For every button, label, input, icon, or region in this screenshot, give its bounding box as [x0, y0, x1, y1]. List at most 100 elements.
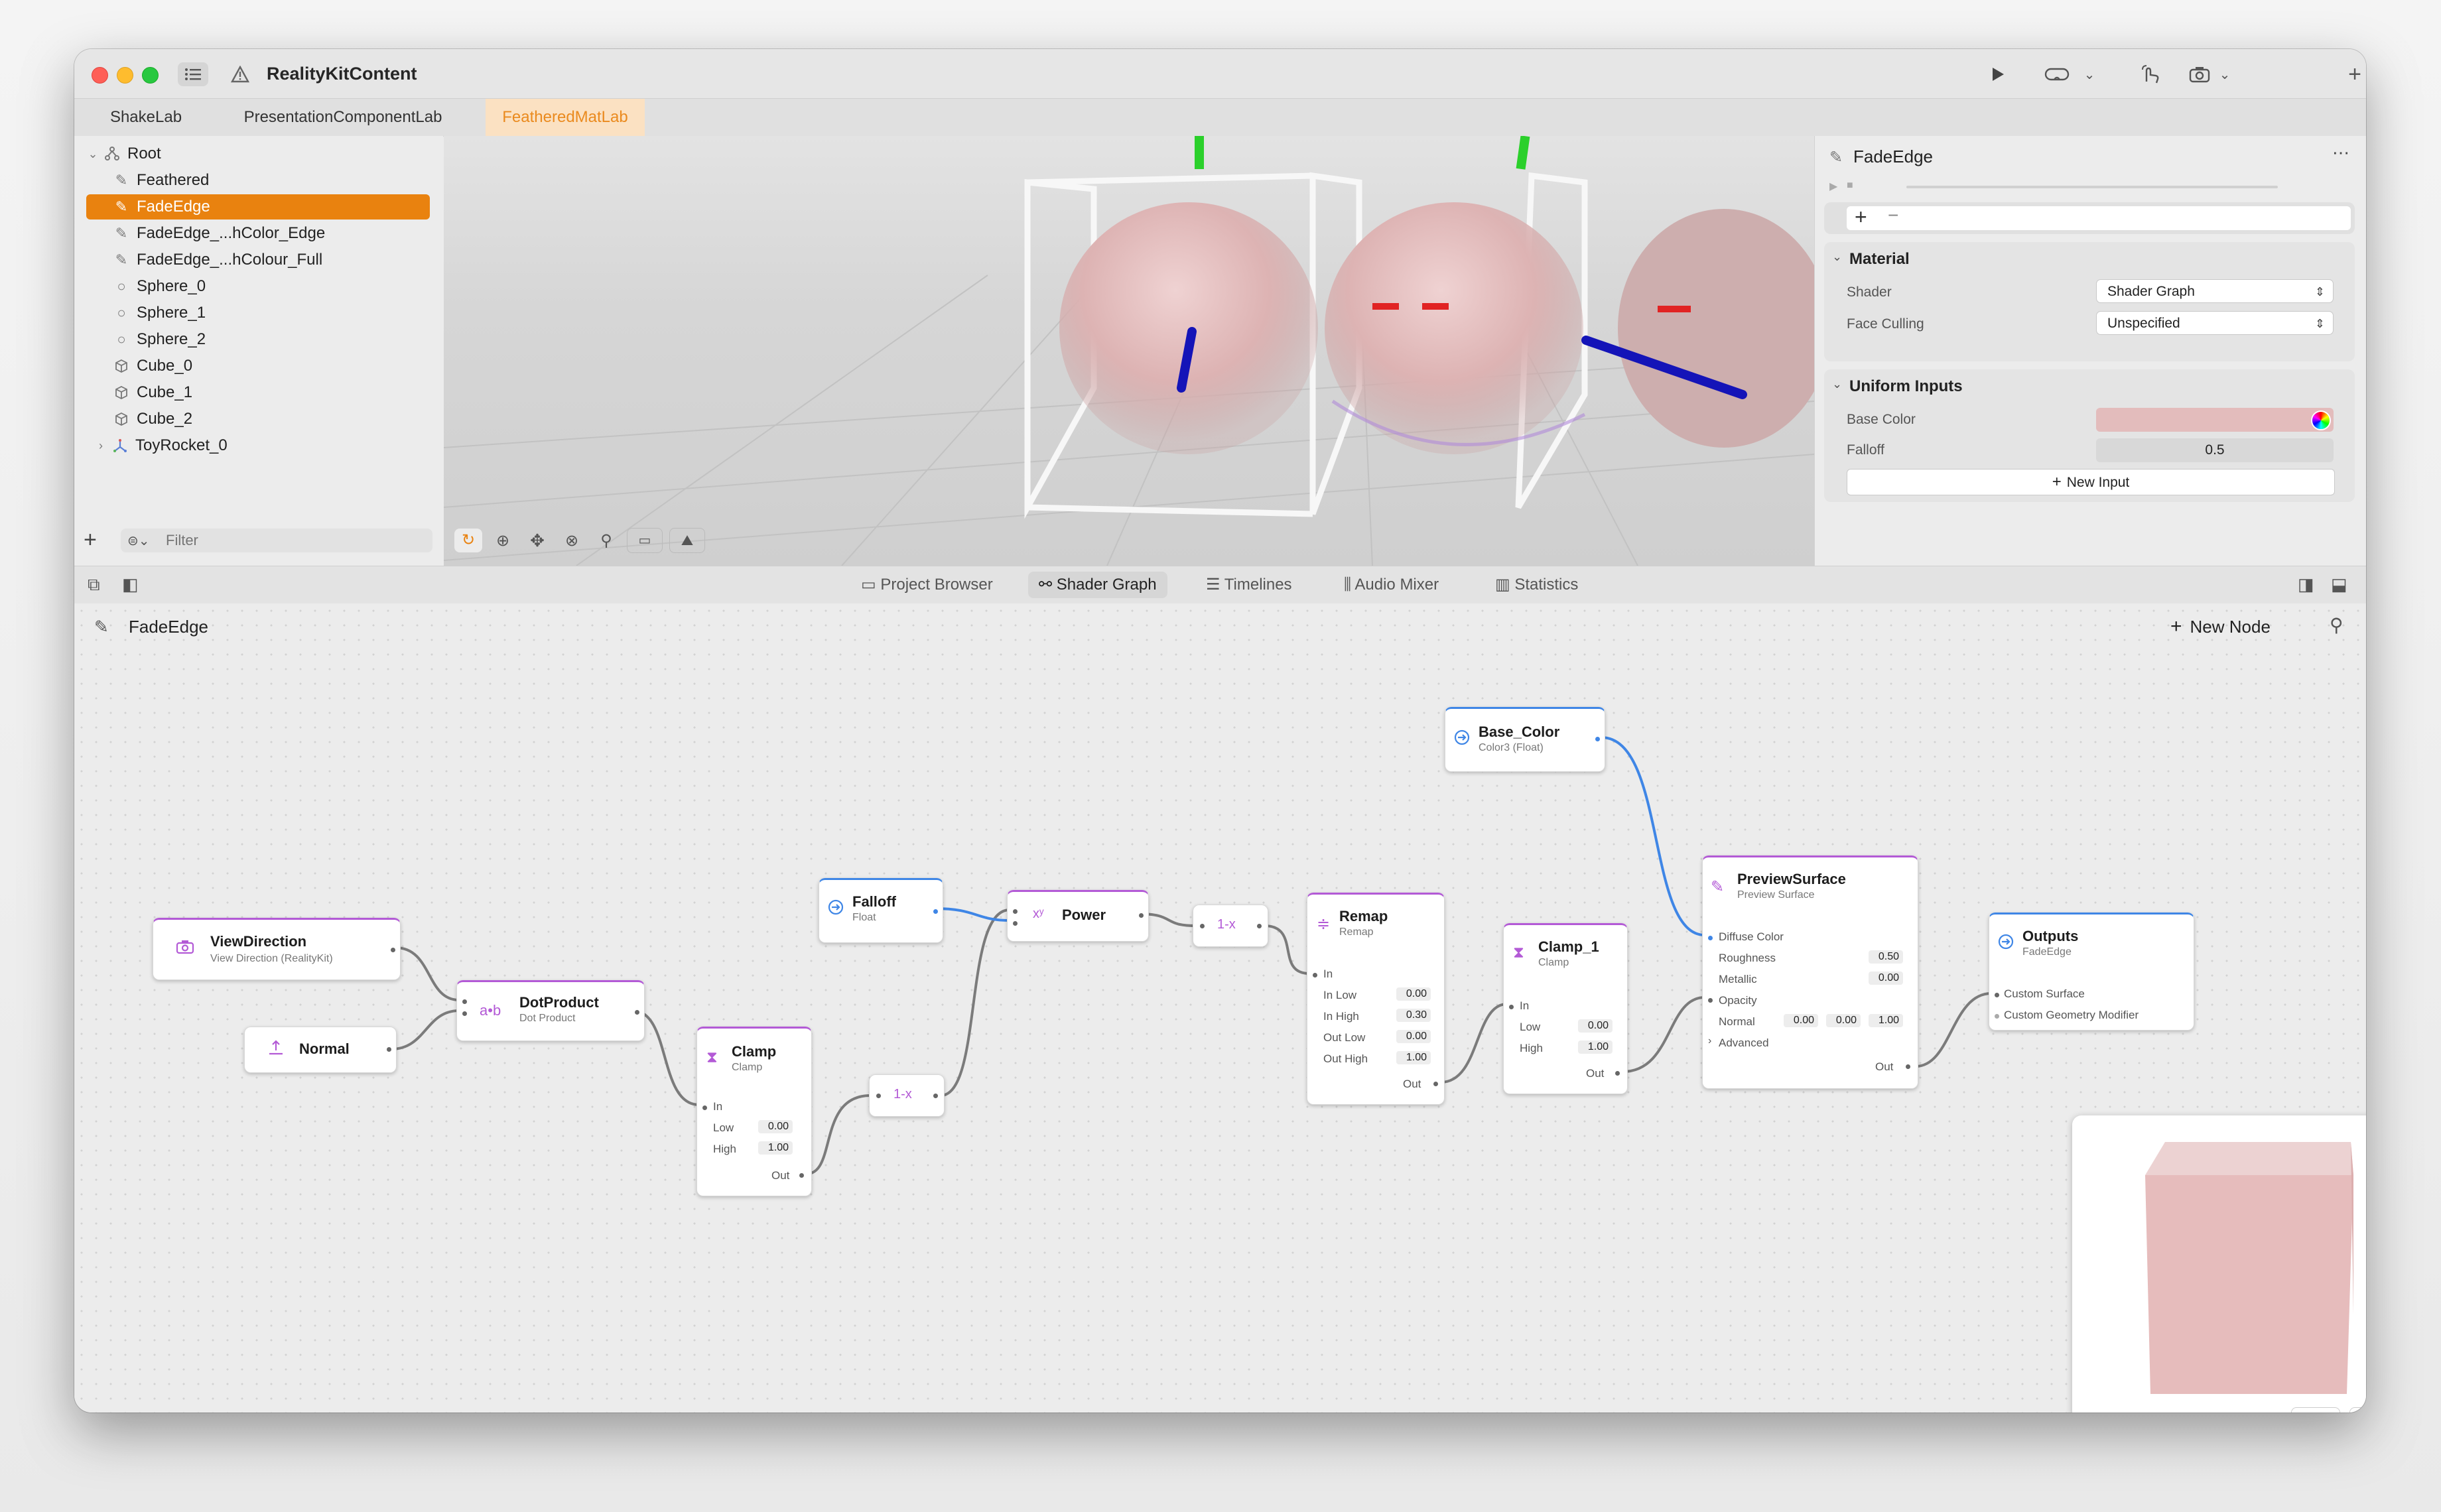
- output-port[interactable]: [1595, 737, 1600, 741]
- sphere-0-mesh[interactable]: [1059, 202, 1318, 454]
- tab-featheredmatlab[interactable]: FeatheredMatLab: [486, 99, 645, 136]
- low-value-field[interactable]: 0.00: [758, 1120, 793, 1133]
- inspector-panel-toggle-icon[interactable]: ◨: [2298, 574, 2314, 594]
- node-base-color[interactable]: Base_Color Color3 (Float): [1445, 707, 1605, 772]
- input-port[interactable]: [702, 1105, 707, 1110]
- input-port[interactable]: [1313, 973, 1317, 977]
- output-port[interactable]: [1257, 924, 1262, 928]
- hierarchy-item-sphere-1[interactable]: ○ Sphere_1: [86, 300, 430, 326]
- remove-component-minus-icon[interactable]: −: [1888, 205, 1899, 225]
- bottom-panel-toggle-icon[interactable]: ⬓: [2331, 574, 2347, 594]
- node-preview-surface[interactable]: ✎ PreviewSurface Preview Surface Diffuse…: [1702, 855, 1918, 1089]
- output-port[interactable]: [1433, 1082, 1438, 1086]
- node-one-minus-a[interactable]: 1-x: [869, 1074, 945, 1117]
- metallic-value-field[interactable]: 0.00: [1869, 972, 1903, 985]
- camera-tool-icon[interactable]: ▭: [627, 528, 663, 553]
- add-entity-plus-icon[interactable]: +: [84, 527, 97, 552]
- low-value-field[interactable]: 0.00: [1578, 1019, 1613, 1033]
- hierarchy-item-cube-0[interactable]: Cube_0: [86, 353, 430, 379]
- roughness-value-field[interactable]: 0.50: [1869, 950, 1903, 964]
- filter-field[interactable]: ⊜⌄: [121, 529, 432, 552]
- normal-z-field[interactable]: 1.00: [1869, 1014, 1903, 1027]
- face-culling-popup[interactable]: Unspecified ⇕: [2096, 311, 2334, 335]
- node-falloff[interactable]: Falloff Float: [819, 878, 943, 943]
- node-viewdirection[interactable]: ViewDirection View Direction (RealityKit…: [153, 918, 401, 980]
- preview-shape-popup[interactable]: ⬡ ⌄: [2291, 1407, 2340, 1413]
- hierarchy-item-feathered[interactable]: ✎ Feathered: [86, 168, 430, 193]
- more-options-icon[interactable]: ⋯: [2332, 143, 2349, 162]
- warning-triangle-icon[interactable]: [228, 62, 252, 86]
- input-port[interactable]: [1708, 998, 1713, 1003]
- duplicate-window-icon[interactable]: ⧉: [88, 574, 100, 594]
- tab-audio-mixer[interactable]: ⫼ Audio Mixer: [1333, 572, 1449, 598]
- preview-environment-popup[interactable]: ⛰ ⌄: [2349, 1407, 2366, 1413]
- tab-presentationcomponentlab[interactable]: PresentationComponentLab: [243, 108, 442, 126]
- zoom-window-button[interactable]: [142, 67, 159, 84]
- zoom-tool-icon[interactable]: ⚲: [600, 531, 612, 550]
- gesture-icon[interactable]: [2137, 62, 2164, 86]
- hierarchy-item-cube-2[interactable]: Cube_2: [86, 407, 430, 432]
- node-remap[interactable]: ≑ Remap Remap In In Low 0.00 In High 0.3…: [1307, 893, 1445, 1105]
- high-value-field[interactable]: 1.00: [1578, 1040, 1613, 1054]
- pin-icon[interactable]: ⚲: [2330, 615, 2343, 635]
- chevron-down-icon[interactable]: ⌄: [2083, 67, 2095, 82]
- disclosure-collapsed-icon[interactable]: ›: [1708, 1035, 1712, 1046]
- input-port[interactable]: [1013, 909, 1018, 914]
- base-color-well[interactable]: [2096, 408, 2334, 432]
- filter-input[interactable]: [165, 530, 426, 551]
- hierarchy-item-cube-1[interactable]: Cube_1: [86, 380, 430, 405]
- translate-tool-icon[interactable]: ✥: [530, 530, 545, 550]
- filter-options-icon[interactable]: ⊜⌄: [127, 534, 150, 548]
- input-port[interactable]: [462, 999, 467, 1004]
- rotate-tool-icon[interactable]: ⊗: [564, 531, 579, 550]
- input-port[interactable]: [1509, 1005, 1514, 1009]
- move-tool-icon[interactable]: ⊕: [495, 531, 510, 550]
- hierarchy-item-toyrocket-0[interactable]: › ToyRocket_0: [86, 433, 430, 458]
- port-advanced[interactable]: Advanced: [1719, 1037, 1769, 1049]
- tab-project-browser[interactable]: ▭ Project Browser: [850, 572, 1004, 598]
- out-low-value-field[interactable]: 0.00: [1396, 1030, 1431, 1043]
- output-port[interactable]: [933, 909, 938, 914]
- headset-icon[interactable]: [2042, 62, 2072, 86]
- material-preview-panel[interactable]: ⬡ ⌄ ⛰ ⌄: [2072, 1115, 2366, 1413]
- hierarchy-item-sphere-2[interactable]: ○ Sphere_2: [86, 327, 430, 352]
- close-window-button[interactable]: [92, 67, 108, 84]
- sphere-2-mesh[interactable]: [1618, 209, 1814, 448]
- output-port[interactable]: [635, 1010, 639, 1015]
- orbit-tool-icon[interactable]: ↻: [454, 529, 482, 552]
- sphere-1-mesh[interactable]: [1325, 202, 1583, 454]
- hierarchy-item-fadeedge-colour-full[interactable]: ✎ FadeEdge_...hColour_Full: [86, 247, 430, 273]
- node-outputs[interactable]: Outputs FadeEdge Custom Surface Custom G…: [1989, 913, 2194, 1031]
- tab-shader-graph[interactable]: ⚯ Shader Graph: [1028, 572, 1167, 598]
- disclosure-expanded-icon[interactable]: ⌄: [1832, 377, 1843, 391]
- minimize-window-button[interactable]: [117, 67, 133, 84]
- in-high-value-field[interactable]: 0.30: [1396, 1009, 1431, 1022]
- play-icon[interactable]: [1985, 62, 2011, 86]
- camera-icon[interactable]: [2186, 62, 2213, 86]
- input-port[interactable]: [1708, 936, 1713, 940]
- viewport-3d[interactable]: ↻ ⊕ ✥ ⊗ ⚲ ▭ ⛰: [444, 136, 1814, 566]
- sidebar-list-icon[interactable]: [178, 62, 208, 86]
- transform-gizmo[interactable]: [1177, 136, 1814, 399]
- normal-y-field[interactable]: 0.00: [1826, 1014, 1861, 1027]
- shader-popup[interactable]: Shader Graph ⇕: [2096, 279, 2334, 303]
- disclosure-collapsed-icon[interactable]: ›: [99, 438, 103, 452]
- playback-scrubber[interactable]: ▶ ■: [1829, 180, 2353, 193]
- output-port[interactable]: [799, 1173, 804, 1178]
- sidebar-toggle-icon[interactable]: ◧: [122, 574, 139, 594]
- input-port[interactable]: [1995, 993, 1999, 997]
- environment-icon[interactable]: ⛰: [669, 528, 705, 553]
- node-clamp-1[interactable]: ⧗ Clamp_1 Clamp In Low 0.00 High 1.00 Ou…: [1503, 923, 1628, 1094]
- plus-icon[interactable]: +: [2348, 61, 2361, 87]
- out-high-value-field[interactable]: 1.00: [1396, 1051, 1431, 1064]
- output-port[interactable]: [1139, 913, 1144, 918]
- disclosure-expanded-icon[interactable]: ⌄: [88, 147, 98, 160]
- node-dotproduct[interactable]: a•b DotProduct Dot Product: [456, 980, 645, 1041]
- node-one-minus-b[interactable]: 1-x: [1193, 905, 1268, 947]
- input-port[interactable]: [1995, 1014, 1999, 1019]
- tab-timelines[interactable]: ☰ Timelines: [1195, 572, 1303, 598]
- hierarchy-item-sphere-0[interactable]: ○ Sphere_0: [86, 274, 430, 299]
- hierarchy-item-fadeedge[interactable]: ✎ FadeEdge: [86, 194, 430, 220]
- falloff-field[interactable]: 0.5: [2096, 438, 2334, 462]
- hierarchy-item-fadeedge-color-edge[interactable]: ✎ FadeEdge_...hColor_Edge: [86, 221, 430, 246]
